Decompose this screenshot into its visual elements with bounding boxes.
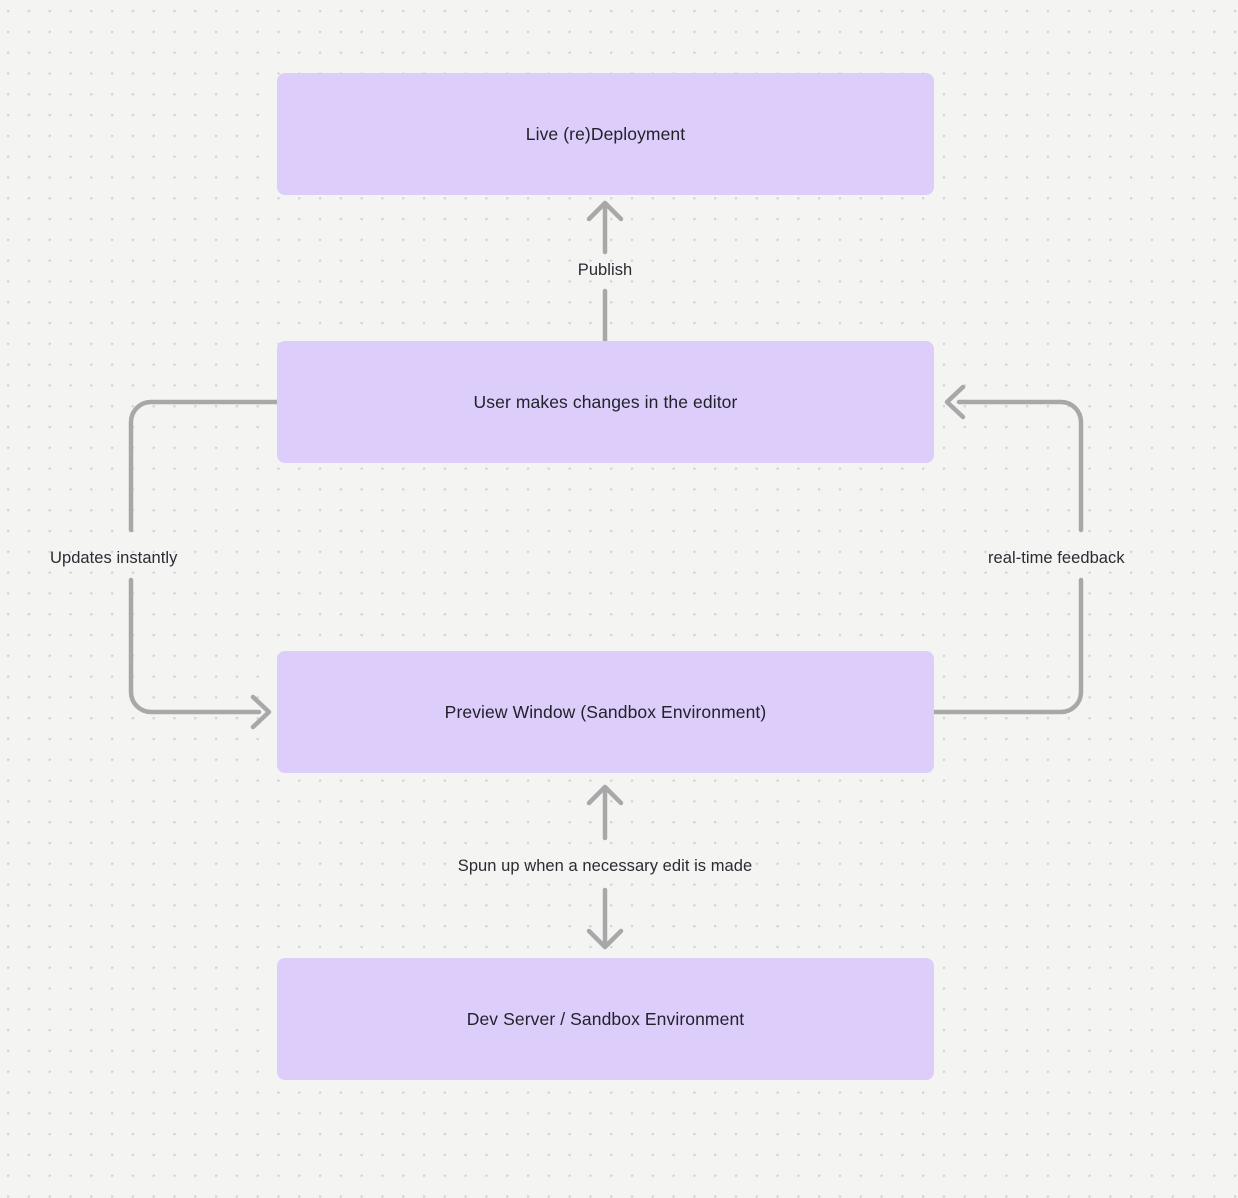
edge-real-time-feedback-line-upper (956, 399, 1084, 533)
edge-updates-instantly-arrowhead-icon (250, 694, 272, 730)
node-preview-window[interactable]: Preview Window (Sandbox Environment) (277, 651, 934, 773)
edge-label-sandbox-spinup: Spun up when a necessary edit is made (457, 856, 753, 875)
edge-label-real-time-feedback: real-time feedback (988, 549, 1125, 567)
edge-updates-instantly-line-lower (128, 577, 262, 715)
node-live-deployment-label: Live (re)Deployment (525, 123, 686, 144)
edge-real-time-feedback-arrowhead-icon (944, 384, 966, 420)
node-user-edits-label: User makes changes in the editor (473, 391, 738, 412)
edge-label-updates-instantly: Updates instantly (50, 549, 178, 567)
edge-real-time-feedback-line-lower (931, 577, 1084, 715)
edge-sandbox-spinup-arrowhead-down-icon (586, 928, 624, 950)
edge-updates-instantly-line-upper (128, 399, 280, 533)
node-user-edits[interactable]: User makes changes in the editor (277, 341, 934, 463)
edge-label-publish: Publish (577, 260, 633, 279)
node-live-deployment[interactable]: Live (re)Deployment (277, 73, 934, 195)
edge-sandbox-spinup-arrowhead-up-icon (586, 784, 624, 806)
edge-publish-arrowhead-icon (586, 200, 624, 222)
node-preview-window-label: Preview Window (Sandbox Environment) (444, 701, 767, 722)
node-dev-server[interactable]: Dev Server / Sandbox Environment (277, 958, 934, 1080)
node-dev-server-label: Dev Server / Sandbox Environment (466, 1008, 745, 1029)
